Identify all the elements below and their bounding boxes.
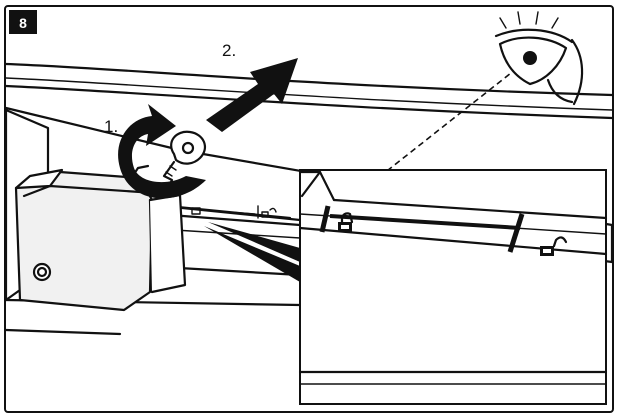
lock-closed-icon <box>338 212 354 232</box>
zoom-lines <box>204 222 300 282</box>
step-badge: 8 <box>9 10 37 34</box>
pull-arrow <box>206 58 298 132</box>
lock-open-icon <box>540 236 568 256</box>
step-1-label: 1. <box>104 117 118 136</box>
step-2-label: 2. <box>222 41 236 60</box>
eye-icon <box>494 11 584 106</box>
step-number: 8 <box>19 15 27 31</box>
beam-markings-small <box>191 205 277 219</box>
lock-housing <box>14 164 187 312</box>
zoom-inset <box>298 169 608 405</box>
rotate-arrow <box>118 104 206 199</box>
